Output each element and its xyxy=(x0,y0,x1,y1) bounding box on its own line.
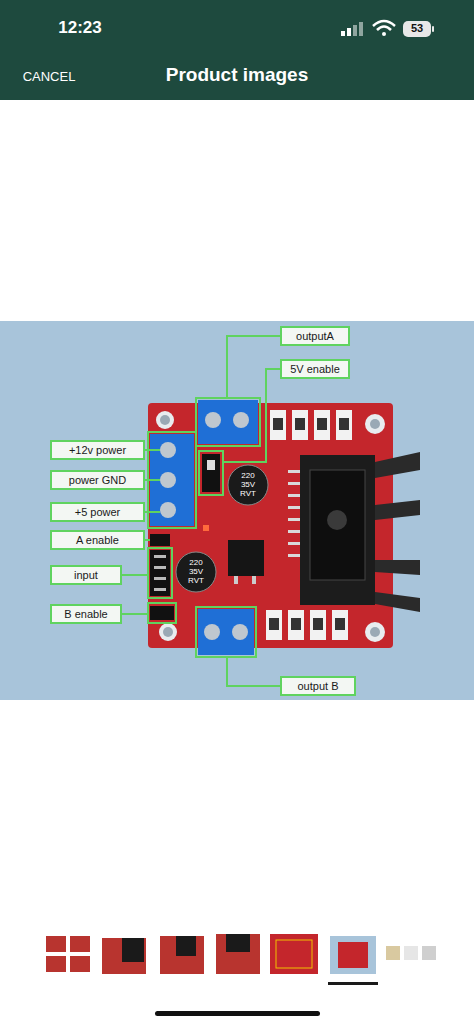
home-indicator xyxy=(155,1011,320,1016)
status-time: 12:23 xyxy=(40,19,120,37)
callout-text: +12v power xyxy=(69,444,126,456)
callout-box: output B xyxy=(280,676,356,696)
callout-box: +5 power xyxy=(50,502,145,522)
battery-level: 53 xyxy=(403,22,431,34)
photo-ground xyxy=(0,321,474,700)
capacitor-marking: 220 xyxy=(233,471,263,480)
callout-text: A enable xyxy=(76,534,119,546)
capacitor-marking: 35V xyxy=(233,480,263,489)
callout-box: 5V enable xyxy=(280,359,350,379)
callout-box: power GND xyxy=(50,470,145,490)
callout-text: outputA xyxy=(296,330,334,342)
callout-text: output B xyxy=(298,680,339,692)
callout-box: A enable xyxy=(50,530,145,550)
thumbnail-strip xyxy=(46,934,436,985)
callout-text: B enable xyxy=(64,608,107,620)
callout-text: input xyxy=(74,569,98,581)
leader-lines xyxy=(122,336,280,686)
l298n-board xyxy=(148,400,420,655)
status-icons xyxy=(341,21,434,37)
callout-box: input xyxy=(50,565,122,585)
capacitor-marking: RVT xyxy=(181,576,211,585)
capacitor-marking: 220 xyxy=(181,558,211,567)
callout-box: +12v power xyxy=(50,440,145,460)
callout-box: outputA xyxy=(280,326,350,346)
callout-text: 5V enable xyxy=(290,363,340,375)
cancel-button: CANCEL xyxy=(14,70,84,84)
callout-text: +5 power xyxy=(75,506,121,518)
callout-text: power GND xyxy=(69,474,126,486)
header-bar xyxy=(0,0,474,100)
callout-box: B enable xyxy=(50,604,122,624)
capacitor-marking: 35V xyxy=(181,567,211,576)
capacitor-marking: RVT xyxy=(233,489,263,498)
